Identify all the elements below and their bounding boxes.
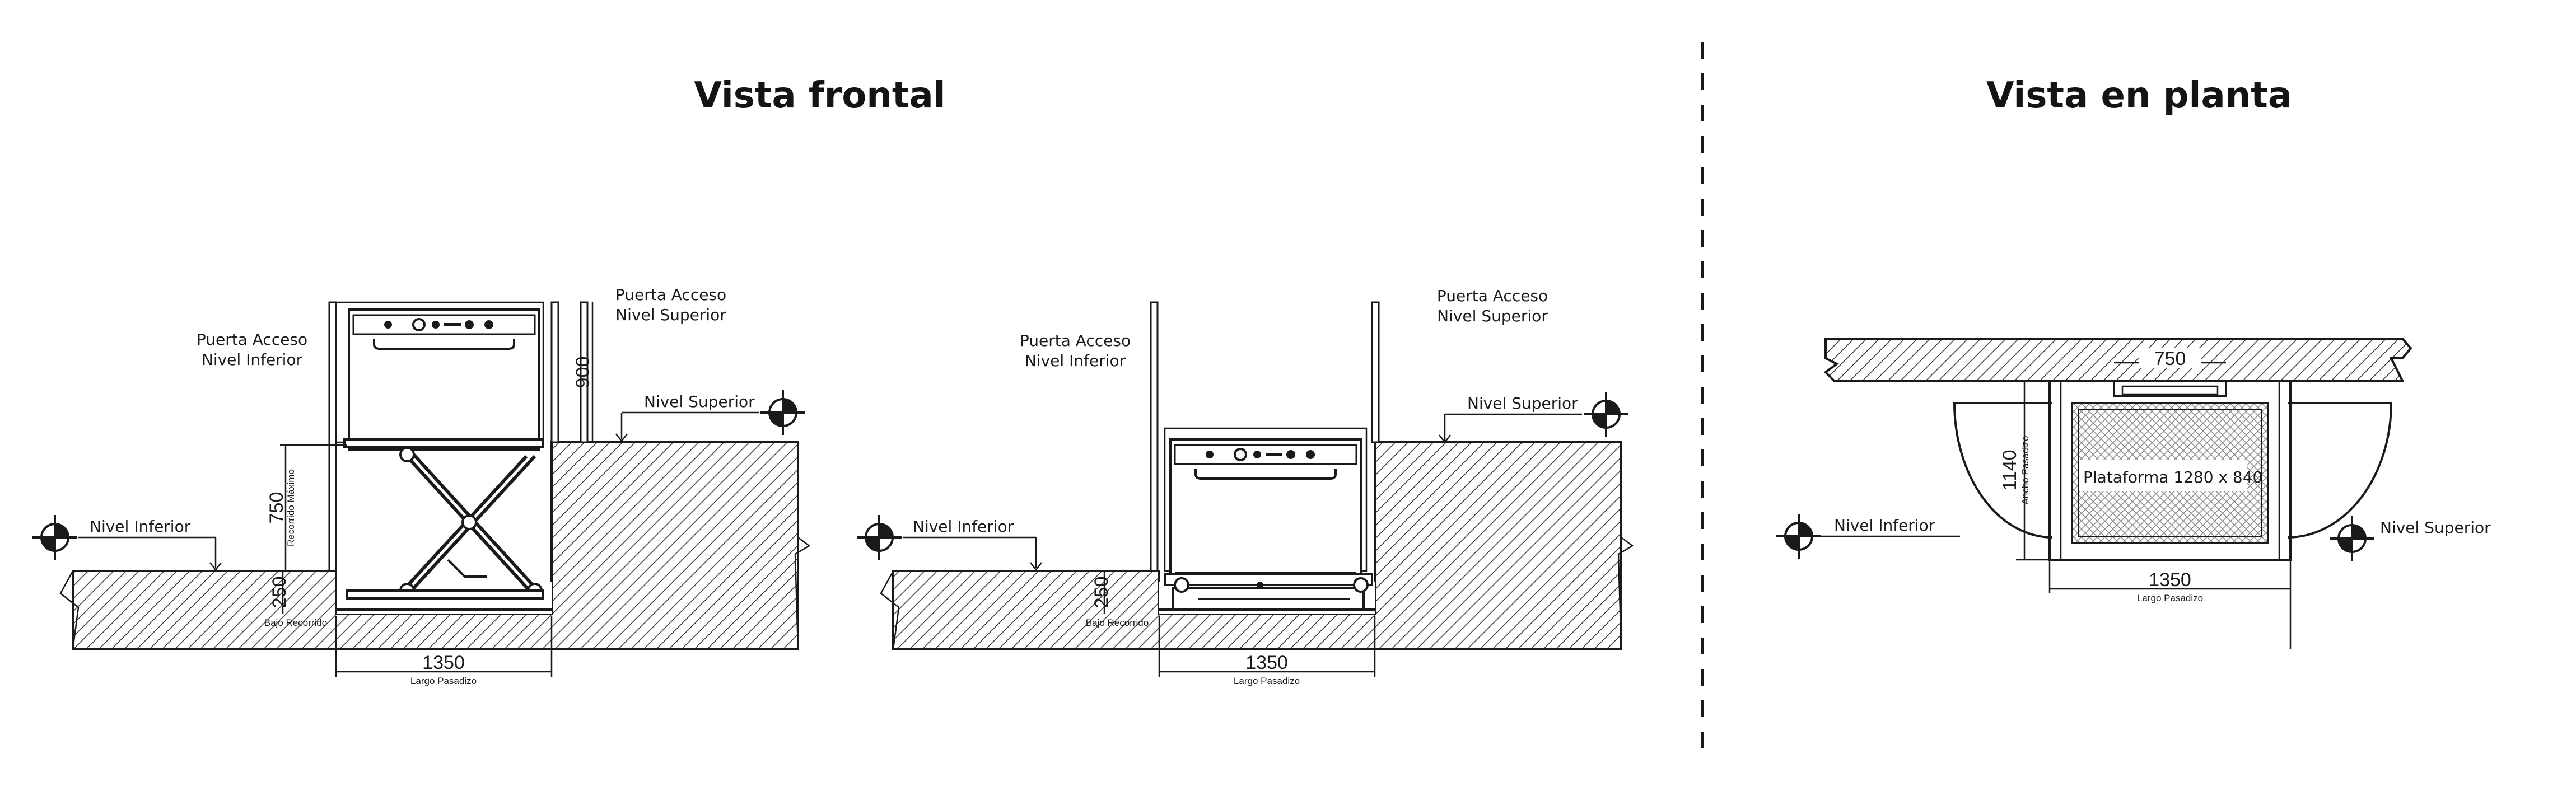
door-upper-label-1: Puerta Acceso [615,285,726,304]
dim-pit-depth: 250 [269,577,290,608]
dim-plan-length: 1350 [2149,569,2191,591]
dim-pit-depth-label: Bajo Recorrido [264,617,327,628]
plan-view-title: Vista en planta [1986,75,2292,116]
dim-pit-depth-2: 250 [1091,577,1112,608]
door-lower-label-1: Puerta Acceso [197,330,307,349]
plan-wall [1823,338,2412,382]
plan-level-upper-label: Nivel Superior [2380,518,2491,537]
door-lower-frame [328,301,337,572]
door-upper-label-2: Nivel Superior [615,306,726,324]
level-marker-lower-2 [856,514,903,561]
door-swing-right [2287,402,2393,539]
dim-pit-length-label-2: Largo Pasadizo [1234,676,1300,686]
dim-pit-depth-label-2: Bajo Recorrido [1086,617,1149,628]
dim-door-height: 900 [572,357,594,388]
level-upper-label: Nivel Superior [644,392,755,411]
platform-label: Plataforma 1280 x 840 [2083,468,2262,486]
front-view-lowered: Nivel Inferior Nivel Superior Puerta Acc… [856,287,1634,686]
dim-plan-length-label: Largo Pasadizo [2137,593,2203,603]
front-view-title: Vista frontal [694,75,945,116]
door-upper-label-2b: Nivel Superior [1437,307,1548,325]
level-marker-upper [759,389,806,436]
level-upper-label-2: Nivel Superior [1467,394,1578,413]
lift-cabin-lowered [1170,439,1361,579]
door-lower-frame-2 [1150,301,1159,572]
level-marker-lower [31,514,78,561]
dim-travel-label: Recorrido Máximo [286,469,296,546]
dim-travel: 750 [266,492,287,524]
dim-pit-length-2: 1350 [1245,652,1288,673]
level-lower-label-2: Nivel Inferior [913,517,1014,536]
door-upper-frame [550,301,559,443]
door-lower-label-2a: Puerta Acceso [1020,331,1131,350]
lift-cabin-raised [349,310,539,449]
dim-door-width: 750 [2154,348,2186,369]
plan-level-lower-label: Nivel Inferior [1834,516,1935,535]
door-upper-frame-2 [1371,301,1380,443]
dim-pit-width-label: Ancho Pasadizo [2020,436,2031,505]
door-lower-label-2b: Nivel Inferior [1025,352,1126,370]
ground-section [72,441,799,650]
plan-level-marker-lower [1775,513,1822,560]
front-view-raised: Nivel Inferior Nivel Superior Puerta Acc… [31,285,811,686]
level-lower-label: Nivel Inferior [90,517,191,536]
door-lower-label-2: Nivel Inferior [202,350,303,369]
dim-pit-length-label: Largo Pasadizo [410,676,477,686]
plan-view: Plataforma 1280 x 840 750 1140 Ancho Pas… [1775,338,2491,649]
door-swing-left [1953,402,2053,539]
level-marker-upper-2 [1583,391,1630,438]
door-upper-label-2a: Puerta Acceso [1437,287,1548,305]
dim-pit-width: 1140 [1999,449,2020,490]
dim-pit-length: 1350 [422,652,465,673]
